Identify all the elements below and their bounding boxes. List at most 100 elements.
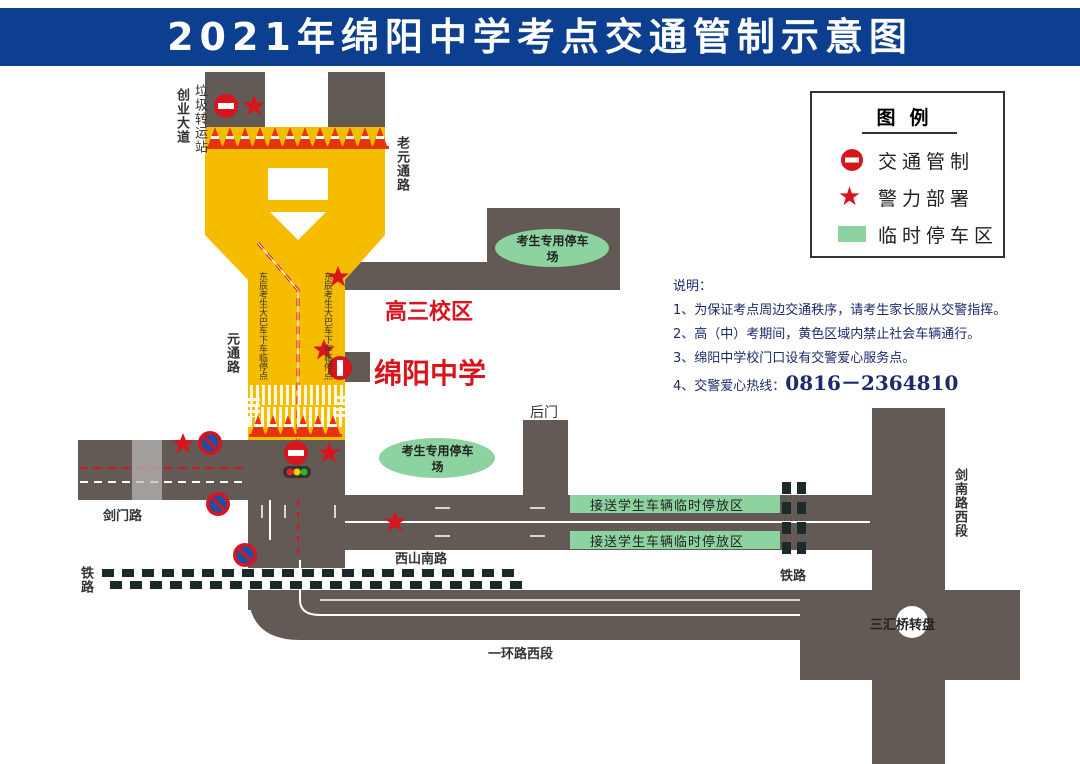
rail-tie <box>170 581 182 589</box>
parking-area-swatch <box>838 226 866 242</box>
roundabout-island <box>896 606 928 638</box>
rail-tie <box>322 569 334 577</box>
rail-tie <box>222 569 234 577</box>
rail-tie <box>430 581 442 589</box>
school-label: 绵阳中学 <box>374 357 487 390</box>
rail-tie <box>370 581 382 589</box>
rail-tie <box>382 569 394 577</box>
parking-lot-top <box>495 229 609 267</box>
bus-stop-label: 东辰考生大巴车下车临停点 <box>257 272 267 380</box>
rail-tie <box>242 569 254 577</box>
road-label: 创业大道 <box>174 88 189 144</box>
no-parking-icon <box>196 429 224 457</box>
note-item: 4、交警爱心热线：0816－2364810 <box>673 371 1006 399</box>
railway-label: 铁路 <box>78 566 93 594</box>
no-parking-icon <box>231 541 259 569</box>
rail-tie <box>290 581 302 589</box>
parking-label: 考生专用停车场 <box>516 234 589 264</box>
rail-tie <box>250 581 262 589</box>
hotline-number: 0816－2364810 <box>785 371 959 395</box>
road-label: 元通路 <box>224 332 239 374</box>
rail-tie <box>150 581 162 589</box>
rail-tie <box>302 569 314 577</box>
rail-tie <box>102 569 114 577</box>
rail-tie <box>202 569 214 577</box>
rail-tie <box>262 569 274 577</box>
legend-item: 交通管制 <box>838 147 974 173</box>
hotline-label: 4、交警爱心热线： <box>673 379 786 394</box>
rail-tie <box>282 569 294 577</box>
rail-tie <box>362 569 374 577</box>
legend-item: ★ 警力部署 <box>837 182 975 212</box>
no-entry-icon <box>214 94 238 118</box>
road-label: 老元通路 <box>394 136 409 192</box>
crosswalk <box>240 385 355 427</box>
railway-track <box>100 568 522 590</box>
rail-tie <box>162 569 174 577</box>
railway-track <box>782 482 806 554</box>
railway-label: 铁路 <box>780 569 807 584</box>
rail-tie <box>502 569 514 577</box>
rail-tie <box>350 581 362 589</box>
no-entry-icon <box>838 148 866 172</box>
pickup-strip <box>570 495 780 513</box>
road-label: 一环路西段 <box>488 647 554 662</box>
legend: 图例 交通管制 ★ 警力部署 临时停车区 <box>810 91 1005 258</box>
rail-tie <box>482 569 494 577</box>
rail-tie <box>782 482 791 494</box>
parking-label: 考生专用停车场 <box>401 444 474 474</box>
rail-tie <box>442 569 454 577</box>
landmark-label: 垃圾转运站 <box>192 84 207 154</box>
campus-label: 高三校区 <box>385 299 474 325</box>
star-icon: ★ <box>837 182 867 212</box>
rail-tie <box>797 522 806 534</box>
rail-tie <box>490 581 502 589</box>
back-gate-label: 后门 <box>530 405 558 421</box>
lane-arrows <box>261 505 545 537</box>
rail-tie <box>110 581 122 589</box>
parking-lot-mid <box>379 438 495 478</box>
rail-tie <box>310 581 322 589</box>
rail-tie <box>797 502 806 514</box>
rail-tie <box>230 581 242 589</box>
rail-tie <box>182 569 194 577</box>
rail-tie <box>450 581 462 589</box>
rail-tie <box>390 581 402 589</box>
rail-tie <box>270 581 282 589</box>
rail-tie <box>122 569 134 577</box>
rail-tie <box>510 581 522 589</box>
rail-tie <box>797 482 806 494</box>
page-title: 2021年绵阳中学考点交通管制示意图 <box>0 8 1080 66</box>
legend-item: 临时停车区 <box>838 221 998 247</box>
bus-stop-label: 东辰考生大巴车下车临停点 <box>322 272 332 380</box>
pickup-strip-label: 接送学生车辆临时停放区 <box>590 499 745 514</box>
pickup-strip-label: 接送学生车辆临时停放区 <box>590 535 745 550</box>
note-item: 3、绵阳中学校门口设有交警爱心服务点。 <box>673 351 916 366</box>
notes-heading: 说明： <box>673 279 713 294</box>
road-label: 西山南路 <box>395 552 448 567</box>
roundabout-label: 三汇桥转盘 <box>870 618 936 633</box>
rail-tie <box>402 569 414 577</box>
notes: 说明： 1、为保证考点周边交通秩序，请考生家长服从交警指挥。 2、高（中）考期间… <box>673 275 1006 399</box>
no-entry-icon <box>284 441 308 465</box>
note-item: 2、高（中）考期间，黄色区域内禁止社会车辆通行。 <box>673 327 981 342</box>
road-label: 剑南路西段 <box>952 468 967 538</box>
rail-tie <box>130 581 142 589</box>
traffic-light-icon <box>283 466 311 478</box>
rail-tie <box>342 569 354 577</box>
rail-tie <box>470 581 482 589</box>
pickup-strip <box>570 531 780 549</box>
note-item: 1、为保证考点周边交通秩序，请考生家长服从交警指挥。 <box>673 303 1007 318</box>
rail-tie <box>782 502 791 514</box>
rail-tie <box>422 569 434 577</box>
rail-tie <box>782 522 791 534</box>
no-parking-icon <box>204 490 232 518</box>
rail-tie <box>330 581 342 589</box>
rail-tie <box>190 581 202 589</box>
rail-tie <box>410 581 422 589</box>
rail-tie <box>462 569 474 577</box>
rail-tie <box>782 542 791 554</box>
legend-title: 图例 <box>862 103 957 134</box>
rail-tie <box>797 542 806 554</box>
